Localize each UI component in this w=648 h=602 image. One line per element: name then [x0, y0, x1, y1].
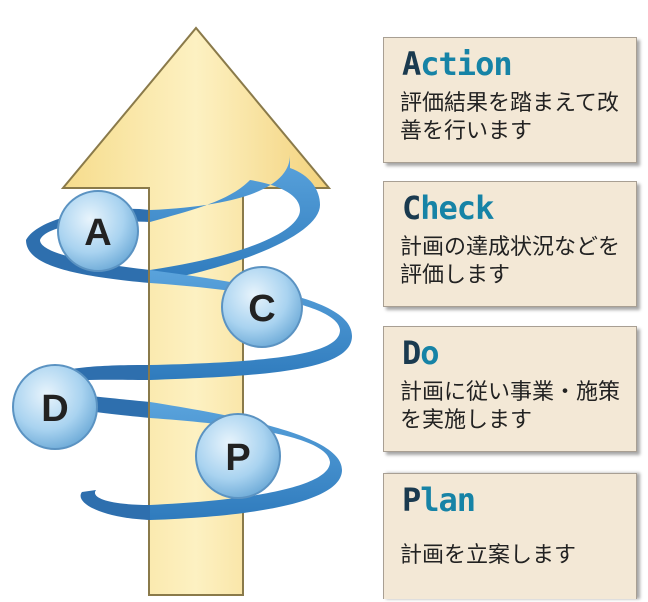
card-plan-description: 計画を立案します	[400, 543, 577, 568]
upward-arrow	[60, 26, 332, 596]
card-do-heading: Do	[402, 334, 440, 372]
card-action-heading-rest: ction	[420, 45, 512, 83]
card-check: Check 計画の達成状況などを評価します	[383, 181, 637, 307]
card-action-description: 評価結果を踏まえて改善を行います	[400, 91, 619, 144]
ball-d-label: D	[41, 388, 68, 430]
card-action: Action 評価結果を踏まえて改善を行います	[383, 37, 637, 163]
card-plan-heading: Plan	[402, 481, 476, 519]
card-do: Do 計画に従い事業・施策を実施します	[383, 326, 637, 452]
card-action-initial: A	[402, 45, 421, 83]
card-action-heading: Action	[402, 45, 513, 83]
card-plan: Plan 計画を立案します	[383, 473, 637, 599]
card-plan-heading-rest: lan	[420, 481, 476, 519]
ball-a-label: A	[84, 212, 111, 254]
pdca-spiral-diagram: A C D P	[12, 26, 352, 596]
card-do-initial: D	[402, 334, 421, 372]
card-do-description: 計画に従い事業・施策を実施します	[400, 380, 621, 433]
card-check-initial: C	[402, 189, 421, 227]
card-do-heading-rest: o	[420, 334, 439, 372]
ball-p-label: P	[225, 437, 250, 479]
ball-d: D	[12, 364, 98, 450]
ball-p: P	[195, 413, 281, 499]
ball-a: A	[57, 190, 139, 272]
ball-c-label: C	[248, 288, 275, 330]
card-plan-initial: P	[402, 481, 421, 519]
card-check-description: 計画の達成状況などを評価します	[400, 235, 621, 288]
card-check-heading: Check	[402, 189, 494, 227]
ball-c: C	[221, 266, 303, 348]
card-check-heading-rest: heck	[420, 189, 494, 227]
